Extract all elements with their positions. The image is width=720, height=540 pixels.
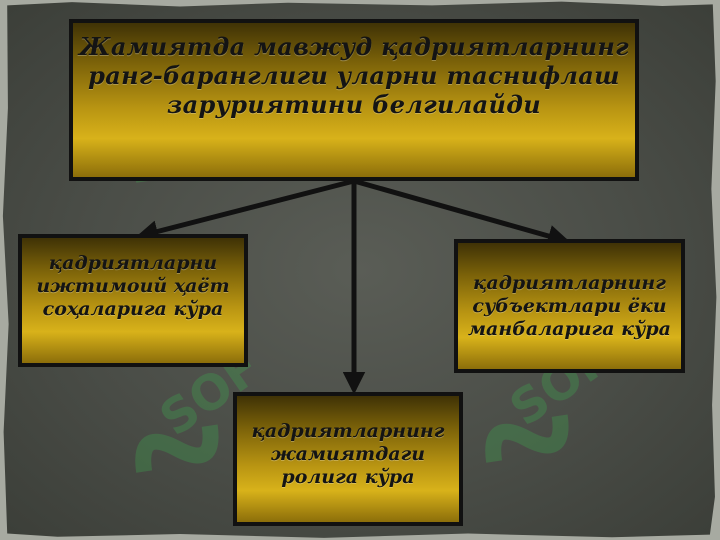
category-text-subjects-sources: қадриятларнинг субъектлари ёки манбалари… <box>467 271 671 340</box>
arrow-to-left <box>135 178 355 243</box>
arrow-to-right <box>353 178 571 247</box>
category-text-role-in-society: қадриятларнинг жамиятдаги ролига кўра <box>251 419 445 488</box>
category-box-social-spheres: қадриятларни ижтимоий ҳаёт соҳаларига кў… <box>18 234 248 367</box>
category-box-role-in-society: қадриятларнинг жамиятдаги ролига кўра <box>233 392 463 526</box>
main-title-box: Жамиятда мавжуд қадриятларнинг ранг-бара… <box>69 19 639 181</box>
category-text-social-spheres: қадриятларни ижтимоий ҳаёт соҳаларига кў… <box>36 252 230 320</box>
category-box-subjects-sources: қадриятларнинг субъектлари ёки манбалари… <box>454 239 685 373</box>
main-title-text: Жамиятда мавжуд қадриятларнинг ранг-бара… <box>79 31 629 119</box>
